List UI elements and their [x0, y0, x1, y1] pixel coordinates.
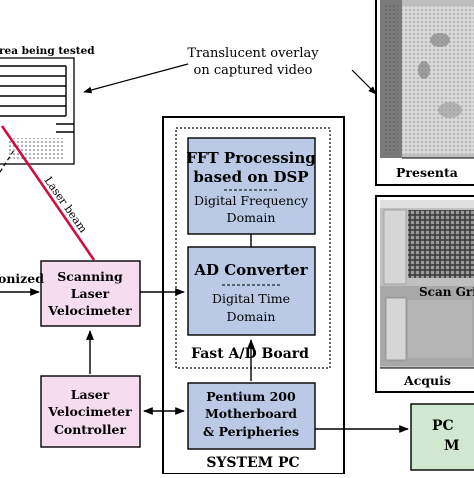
label-area-bg: [0, 43, 120, 57]
test-area-panel: [0, 57, 75, 165]
slv-line1: Scanning: [57, 269, 123, 284]
synchronized-label: onized: [0, 271, 44, 286]
slv-line3: Velocimeter: [47, 303, 132, 318]
scan-grid-label: Scan Grid: [419, 285, 474, 299]
fft-box: [187, 137, 316, 235]
ad-sub-line2: Domain: [227, 309, 276, 324]
pentium-box: [187, 382, 316, 450]
dashed-link: [0, 149, 15, 173]
presentation-label: Presenta: [396, 165, 458, 180]
presentation-window: [375, 0, 474, 186]
fft-title-line2: based on DSP: [193, 168, 308, 186]
system-pc-label: SYSTEM PC: [206, 455, 299, 471]
area-tested-label: rea being tested: [0, 45, 95, 57]
lvc-line2: Velocimeter: [47, 404, 132, 419]
pc-line1: PC: [432, 418, 454, 434]
pc-box: [410, 403, 474, 471]
test-area-stripes: [0, 65, 74, 133]
pc-line2: M: [444, 438, 460, 454]
overlay-arrow-right: [351, 69, 377, 95]
pentium-line3: & Peripheries: [203, 424, 299, 439]
ad-converter-box: [187, 246, 316, 336]
lvc-box: [40, 375, 141, 448]
pentium-line2: Motherboard: [205, 406, 297, 421]
fast-ad-board-label: Fast A/D Board: [191, 346, 309, 362]
ad-title: AD Converter: [193, 261, 308, 279]
scan-grid-cells: [408, 210, 474, 278]
slv-line2: Laser: [71, 286, 110, 301]
slv-box: [40, 260, 141, 327]
laser-beam-label: Laser beam: [42, 174, 90, 235]
fast-ad-board-dotted: [175, 127, 331, 369]
overlay-caption-line1: Translucent overlay: [187, 46, 319, 61]
ad-sub-line1: Digital Time: [212, 291, 290, 306]
fft-sub-line2: Domain: [227, 210, 276, 225]
acquisition-label: Acquis: [403, 373, 451, 388]
fft-sub-line1: Digital Frequency: [194, 193, 309, 208]
acquisition-window: [375, 195, 474, 393]
fft-title-line1: FFT Processing: [186, 149, 316, 167]
overlay-caption-line2: on captured video: [194, 63, 313, 78]
lvc-line3: Controller: [54, 422, 127, 437]
laser-beam-line: [0, 125, 96, 261]
overlay-arrow-left: [83, 63, 189, 94]
lvc-line1: Laser: [71, 387, 110, 402]
pentium-line1: Pentium 200: [206, 389, 296, 404]
